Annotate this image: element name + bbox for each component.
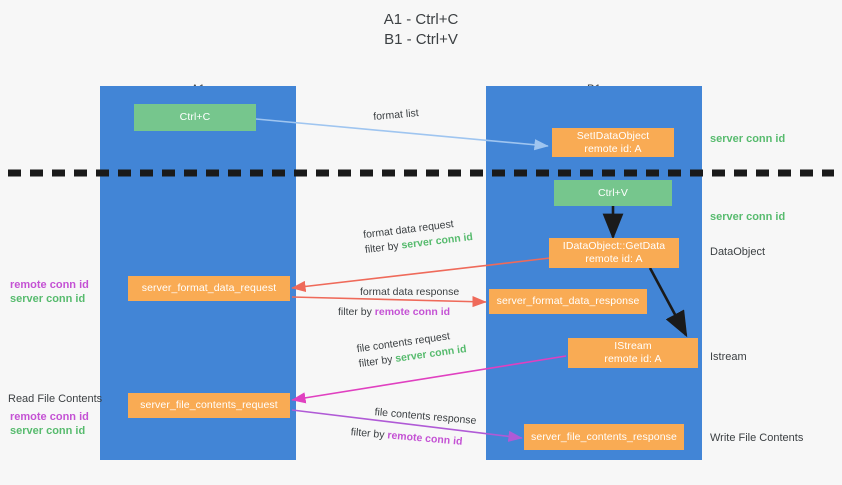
annotation-server-conn-id-1: server conn id bbox=[10, 293, 86, 305]
annotation-data-object: DataObject bbox=[710, 246, 766, 258]
annotation-istream: Istream bbox=[710, 351, 747, 363]
node-server-format-data-request[interactable]: server_format_data_request bbox=[128, 276, 290, 301]
remote-conn-id-value: remote conn id bbox=[374, 306, 451, 318]
annotation-server-conn-id-top: server conn id bbox=[710, 133, 786, 145]
edge-label-format-data-response-line1: format data response bbox=[360, 286, 460, 298]
edge-label-format-data-request: format data request filter by server con… bbox=[362, 215, 473, 258]
node-istream[interactable]: IStream remote id: A bbox=[568, 338, 698, 368]
filter-prefix: filter by bbox=[350, 426, 388, 442]
annotation-remote-conn-id-2: remote conn id bbox=[10, 411, 89, 423]
annotation-write-file-contents: Write File Contents bbox=[710, 432, 804, 444]
filter-prefix: filter by bbox=[364, 239, 403, 257]
node-server-file-contents-request[interactable]: server_file_contents_request bbox=[128, 393, 290, 418]
edge-label-file-contents-response: file contents response filter by remote … bbox=[350, 405, 477, 451]
page-title: A1 - Ctrl+C B1 - Ctrl+V bbox=[383, 11, 459, 48]
node-set-idataobject[interactable]: SetIDataObject remote id: A bbox=[552, 128, 674, 157]
remote-conn-id-value: remote conn id bbox=[386, 429, 463, 448]
annotation-conn-ids-format: remote conn id server conn id bbox=[10, 278, 89, 306]
annotation-server-conn-id-2: server conn id bbox=[10, 425, 86, 437]
node-server-file-contents-response[interactable]: server_file_contents_response bbox=[524, 424, 684, 450]
annotation-remote-conn-id-1: remote conn id bbox=[10, 279, 89, 291]
node-ctrl-v[interactable]: Ctrl+V bbox=[554, 180, 672, 206]
edge-label-file-contents-request: file contents request filter by server c… bbox=[356, 327, 468, 372]
edge-label-format-data-response: format data response filter by remote co… bbox=[338, 285, 460, 320]
edge-label-format-list: format list bbox=[372, 107, 420, 124]
annotation-read-file-contents: Read File Contents bbox=[8, 393, 103, 405]
edge-label-file-contents-response-line2: filter by remote conn id bbox=[350, 425, 475, 451]
node-idataobject-getdata[interactable]: IDataObject::GetData remote id: A bbox=[549, 238, 679, 268]
annotation-server-conn-id-second: server conn id bbox=[710, 211, 786, 223]
node-ctrl-c[interactable]: Ctrl+C bbox=[134, 104, 256, 131]
edge-label-file-contents-response-line1: file contents response bbox=[374, 406, 477, 427]
node-server-format-data-response[interactable]: server_format_data_response bbox=[489, 289, 647, 314]
filter-prefix: filter by bbox=[358, 353, 397, 371]
filter-prefix: filter by bbox=[338, 306, 375, 318]
edge-label-format-data-response-line2: filter by remote conn id bbox=[338, 305, 459, 320]
annotation-conn-ids-file: remote conn id server conn id bbox=[10, 410, 89, 438]
